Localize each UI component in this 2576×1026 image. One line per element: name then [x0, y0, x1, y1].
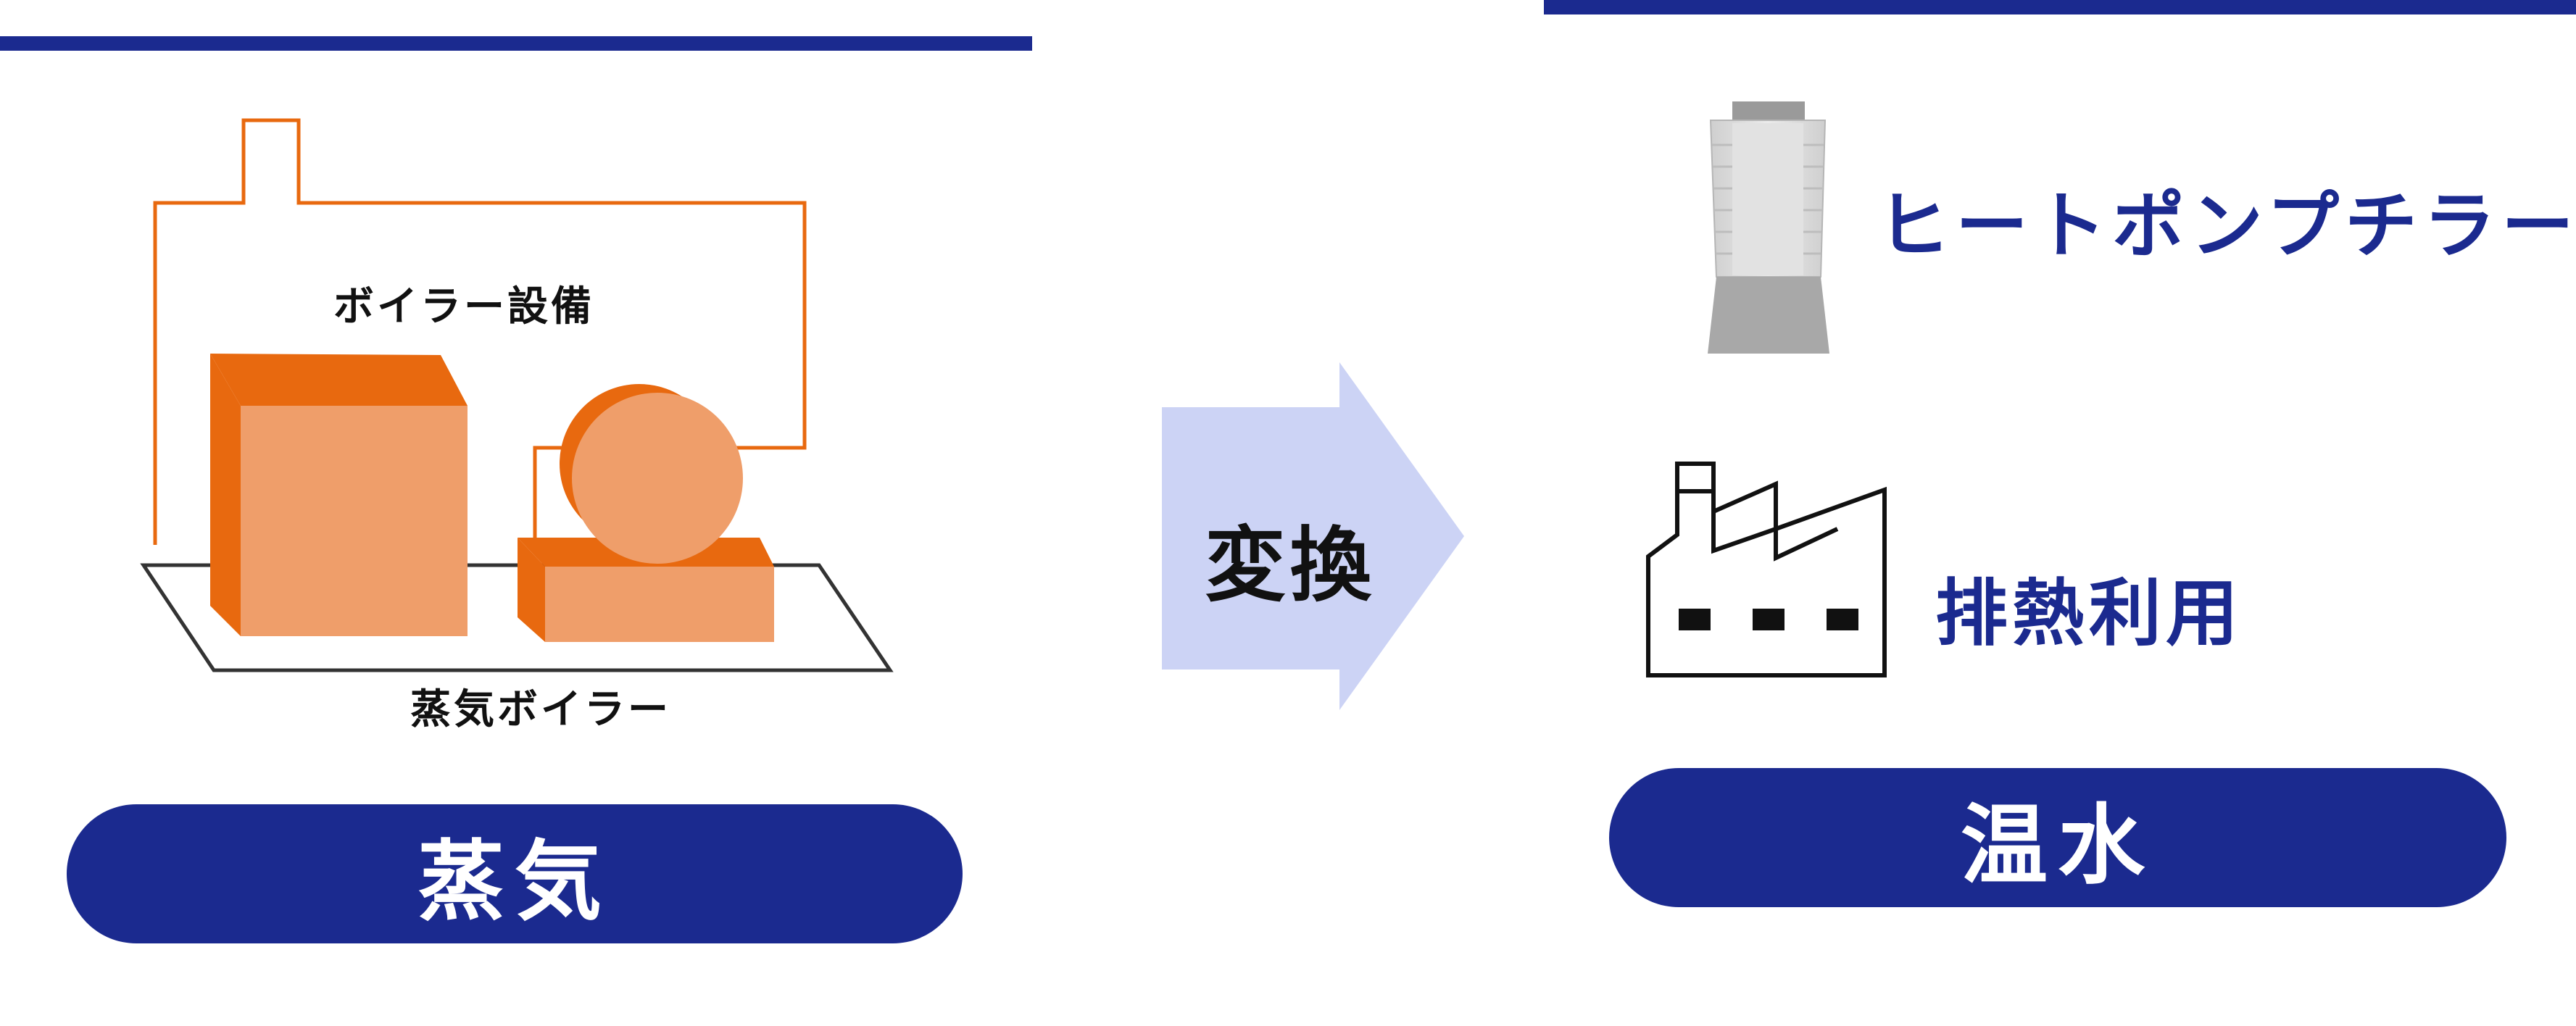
- heat-pump-label: ヒートポンプチラー: [1877, 183, 2576, 268]
- boiler-drum-front: [572, 393, 743, 564]
- base-block-front: [545, 567, 774, 642]
- base-block-side: [518, 538, 545, 642]
- tall-boiler-side: [210, 354, 241, 636]
- heat-pump-chiller-icon: [1708, 101, 1829, 354]
- steam-pill: 蒸気: [67, 804, 963, 943]
- boiler-illustration: [140, 118, 894, 672]
- left-top-bar: [0, 36, 1032, 51]
- boiler-label: 蒸気ボイラー: [410, 686, 671, 733]
- conversion-label: 変換: [1205, 519, 1376, 613]
- conversion-arrow: [1162, 362, 1464, 710]
- right-top-bar: [1544, 0, 2576, 14]
- waste-heat-label: 排熱利用: [1935, 571, 2243, 656]
- tall-boiler-top: [210, 354, 468, 406]
- tall-boiler-front: [241, 406, 468, 636]
- equipment-label: ボイラー設備: [333, 283, 594, 330]
- factory-icon: [1646, 462, 1887, 677]
- conversion-arrow-shape: [1162, 362, 1464, 710]
- hot-water-pill: 温水: [1609, 768, 2506, 907]
